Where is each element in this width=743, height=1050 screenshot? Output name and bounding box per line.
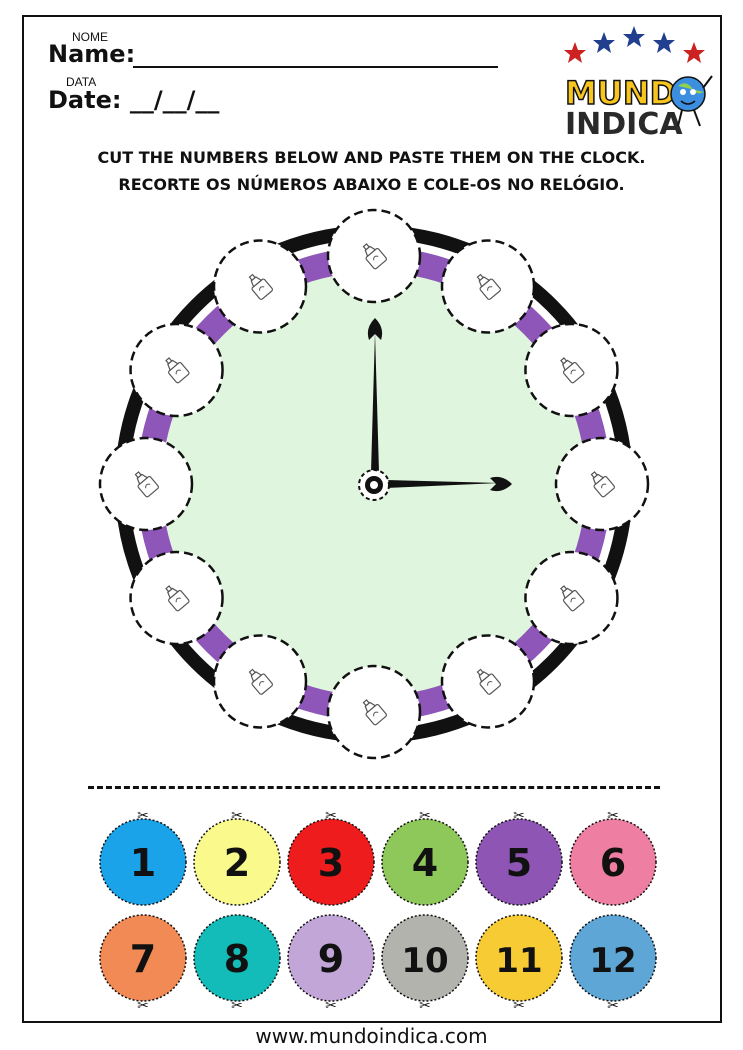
instruction-english: CUT THE NUMBERS BELOW AND PASTE THEM ON … — [97, 148, 646, 167]
mundo-indica-logo: MUNDO INDICA — [564, 26, 713, 140]
clock-paste-slot[interactable] — [440, 634, 536, 729]
number-label: 2 — [224, 841, 250, 885]
clock-paste-slot[interactable] — [524, 550, 619, 646]
scissors-icon: ✂ — [607, 998, 619, 1014]
number-cutout-6[interactable]: ✂6 — [569, 808, 657, 906]
date-small-label: DATA — [66, 75, 97, 89]
star-icon — [653, 32, 675, 53]
star-icon — [564, 42, 586, 63]
worksheet-border — [22, 15, 722, 1023]
clock-hands — [358, 318, 512, 501]
number-label: 9 — [318, 937, 344, 981]
number-cutout-3[interactable]: ✂3 — [287, 808, 375, 906]
scissors-icon: ✂ — [513, 998, 525, 1014]
clock-paste-slot[interactable] — [212, 239, 308, 334]
number-cutout-1[interactable]: ✂1 — [99, 808, 187, 906]
number-label: 12 — [589, 941, 636, 981]
number-label: 8 — [224, 937, 250, 981]
number-cutout-10[interactable]: ✂ 10 — [381, 914, 469, 1014]
cut-dashed-line[interactable] — [88, 786, 660, 789]
scissors-icon: ✂ — [231, 998, 243, 1014]
number-label: 11 — [495, 941, 542, 981]
name-label: Name: — [48, 40, 136, 68]
number-label: 6 — [600, 841, 626, 885]
star-icon — [623, 26, 645, 47]
clock-paste-slot[interactable] — [524, 322, 619, 418]
number-label: 1 — [130, 841, 156, 885]
date-label[interactable]: Date: __/__/__ — [48, 86, 220, 114]
number-cutout-4[interactable]: ✂4 — [381, 808, 469, 906]
scissors-icon: ✂ — [419, 808, 431, 824]
logo-word-indica: INDICA — [565, 107, 683, 140]
star-icon — [683, 42, 705, 63]
number-label: 10 — [401, 941, 448, 981]
number-label: 4 — [412, 841, 438, 885]
number-cutout-11[interactable]: ✂ 11 — [475, 914, 563, 1014]
scissors-icon: ✂ — [137, 998, 149, 1014]
number-cutout-2[interactable]: ✂2 — [193, 808, 281, 906]
scissors-icon: ✂ — [325, 998, 337, 1014]
number-cutout-8[interactable]: ✂8 — [193, 914, 281, 1014]
clock-paste-slot[interactable] — [326, 208, 422, 304]
scissors-icon: ✂ — [513, 808, 525, 824]
clock-paste-slot[interactable] — [440, 239, 536, 334]
footer-url: www.mundoindica.com — [255, 1024, 488, 1048]
number-cutout-12[interactable]: ✂ 12 — [569, 914, 657, 1014]
clock-paste-slot[interactable] — [554, 436, 650, 532]
clock-paste-slot[interactable] — [326, 664, 422, 760]
number-label: 5 — [506, 841, 532, 885]
scissors-icon: ✂ — [137, 808, 149, 824]
minute-hand — [371, 332, 379, 472]
globe-mascot-icon — [670, 75, 713, 127]
clock-paste-slot[interactable] — [212, 634, 308, 729]
number-label: 3 — [318, 841, 344, 885]
hour-hand-tip — [490, 476, 512, 492]
scissors-icon: ✂ — [419, 998, 431, 1014]
number-cutout-9[interactable]: ✂9 — [287, 914, 375, 1014]
scissors-icon: ✂ — [325, 808, 337, 824]
number-label: 7 — [130, 937, 156, 981]
clock-paste-slot[interactable] — [98, 436, 194, 532]
scissors-icon: ✂ — [607, 808, 619, 824]
number-cutout-5[interactable]: ✂5 — [475, 808, 563, 906]
star-icon — [593, 32, 615, 53]
hour-hand — [386, 480, 500, 488]
clock-paste-slot[interactable] — [129, 550, 224, 646]
name-write-line[interactable] — [133, 66, 498, 68]
clock-paste-slot[interactable] — [129, 322, 224, 418]
instruction-portuguese: RECORTE OS NÚMEROS ABAIXO E COLE-OS NO R… — [118, 175, 625, 194]
name-small-label: NOME — [72, 30, 108, 44]
minute-hand-tip — [367, 318, 383, 340]
number-cutout-7[interactable]: ✂7 — [99, 914, 187, 1014]
scissors-icon: ✂ — [231, 808, 243, 824]
